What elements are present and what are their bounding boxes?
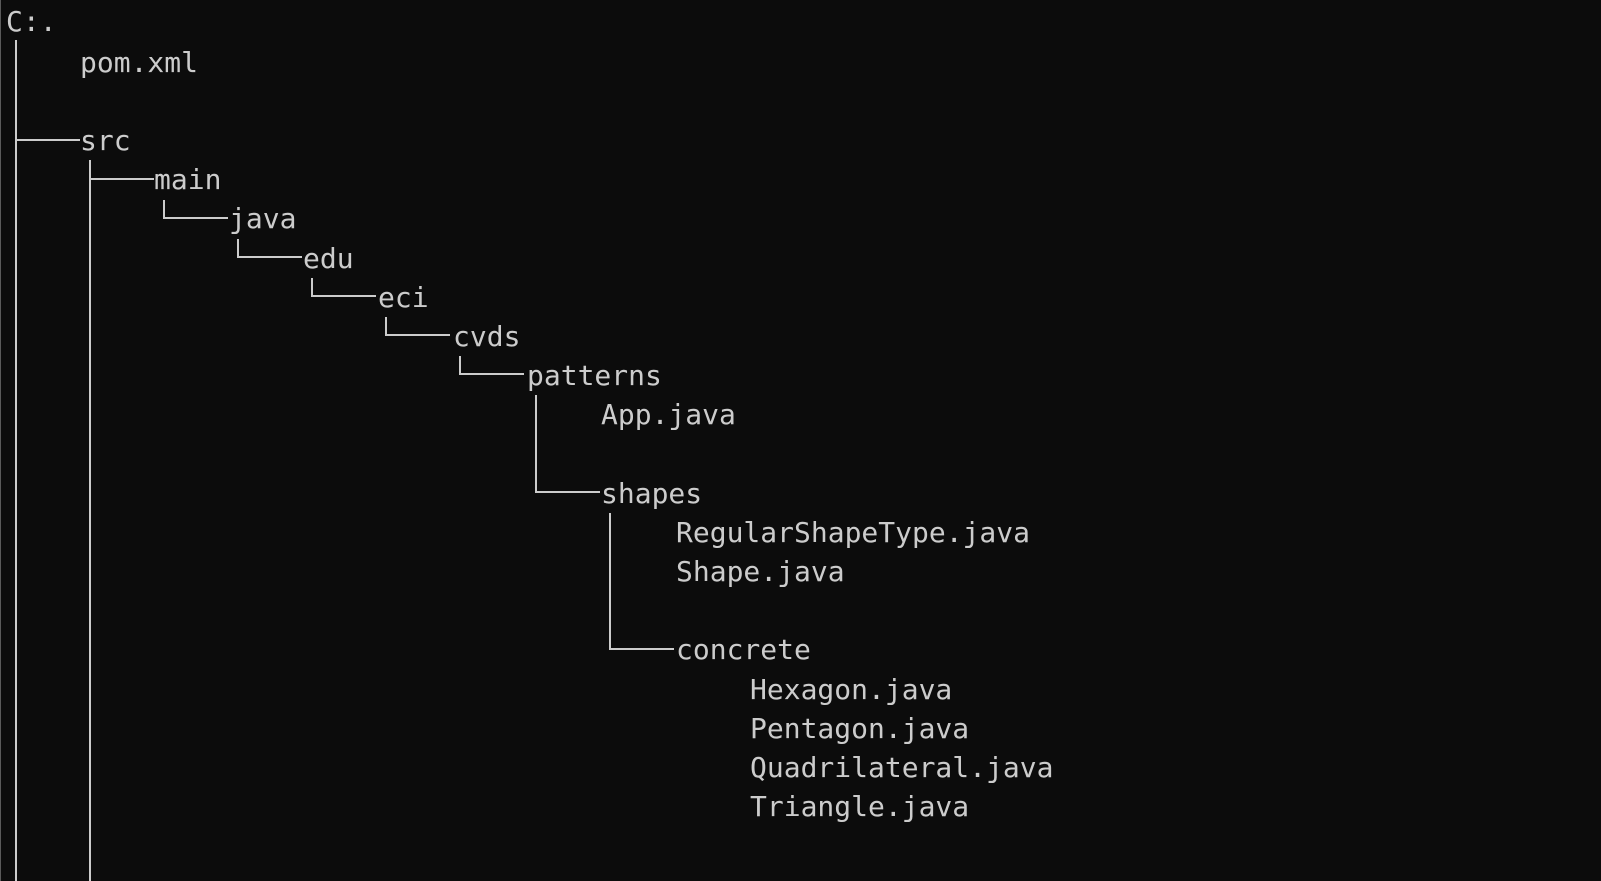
tree-root-label: C:. (6, 5, 57, 38)
file-quadrilateral-java: Quadrilateral.java (750, 751, 1054, 784)
tree-branch-cvds-vertical (459, 356, 461, 375)
file-pom-xml: pom.xml (80, 46, 199, 79)
tree-branch-shapes-horizontal (535, 491, 600, 493)
folder-src: src (80, 124, 131, 157)
file-pentagon-java: Pentagon.java (750, 712, 970, 745)
tree-branch-edu-horizontal (237, 256, 302, 258)
tree-branch-patterns-vertical (535, 395, 537, 493)
tree-branch-concrete-horizontal (609, 648, 674, 650)
folder-edu: edu (303, 242, 354, 275)
tree-branch-src-horizontal (15, 139, 80, 141)
tree-branch-eci-vertical (385, 317, 387, 336)
window-edge (0, 0, 1, 881)
tree-branch-java-horizontal (163, 217, 228, 219)
tree-branch-cvds-horizontal (385, 334, 450, 336)
tree-branch-edu-vertical (311, 278, 313, 297)
tree-branch-main-horizontal (89, 178, 154, 180)
folder-patterns: patterns (527, 359, 662, 392)
file-shape-java: Shape.java (676, 555, 845, 588)
tree-branch-java-vertical (237, 239, 239, 258)
tree-branch-main-vertical (163, 200, 165, 219)
tree-branch-root-vertical (15, 40, 17, 881)
file-hexagon-java: Hexagon.java (750, 673, 953, 706)
folder-main: main (154, 163, 222, 196)
tree-branch-eci-horizontal (311, 295, 376, 297)
folder-java: java (229, 202, 297, 235)
folder-cvds: cvds (453, 320, 521, 353)
tree-branch-src-vertical (89, 160, 91, 881)
folder-eci: eci (378, 281, 429, 314)
tree-branch-patterns-horizontal (459, 373, 524, 375)
file-app-java: App.java (601, 398, 736, 431)
file-triangle-java: Triangle.java (750, 790, 970, 823)
folder-concrete: concrete (676, 633, 811, 666)
tree-branch-shapes-vertical (609, 513, 611, 650)
file-regular-shape-type-java: RegularShapeType.java (676, 516, 1031, 549)
folder-shapes: shapes (601, 477, 703, 510)
